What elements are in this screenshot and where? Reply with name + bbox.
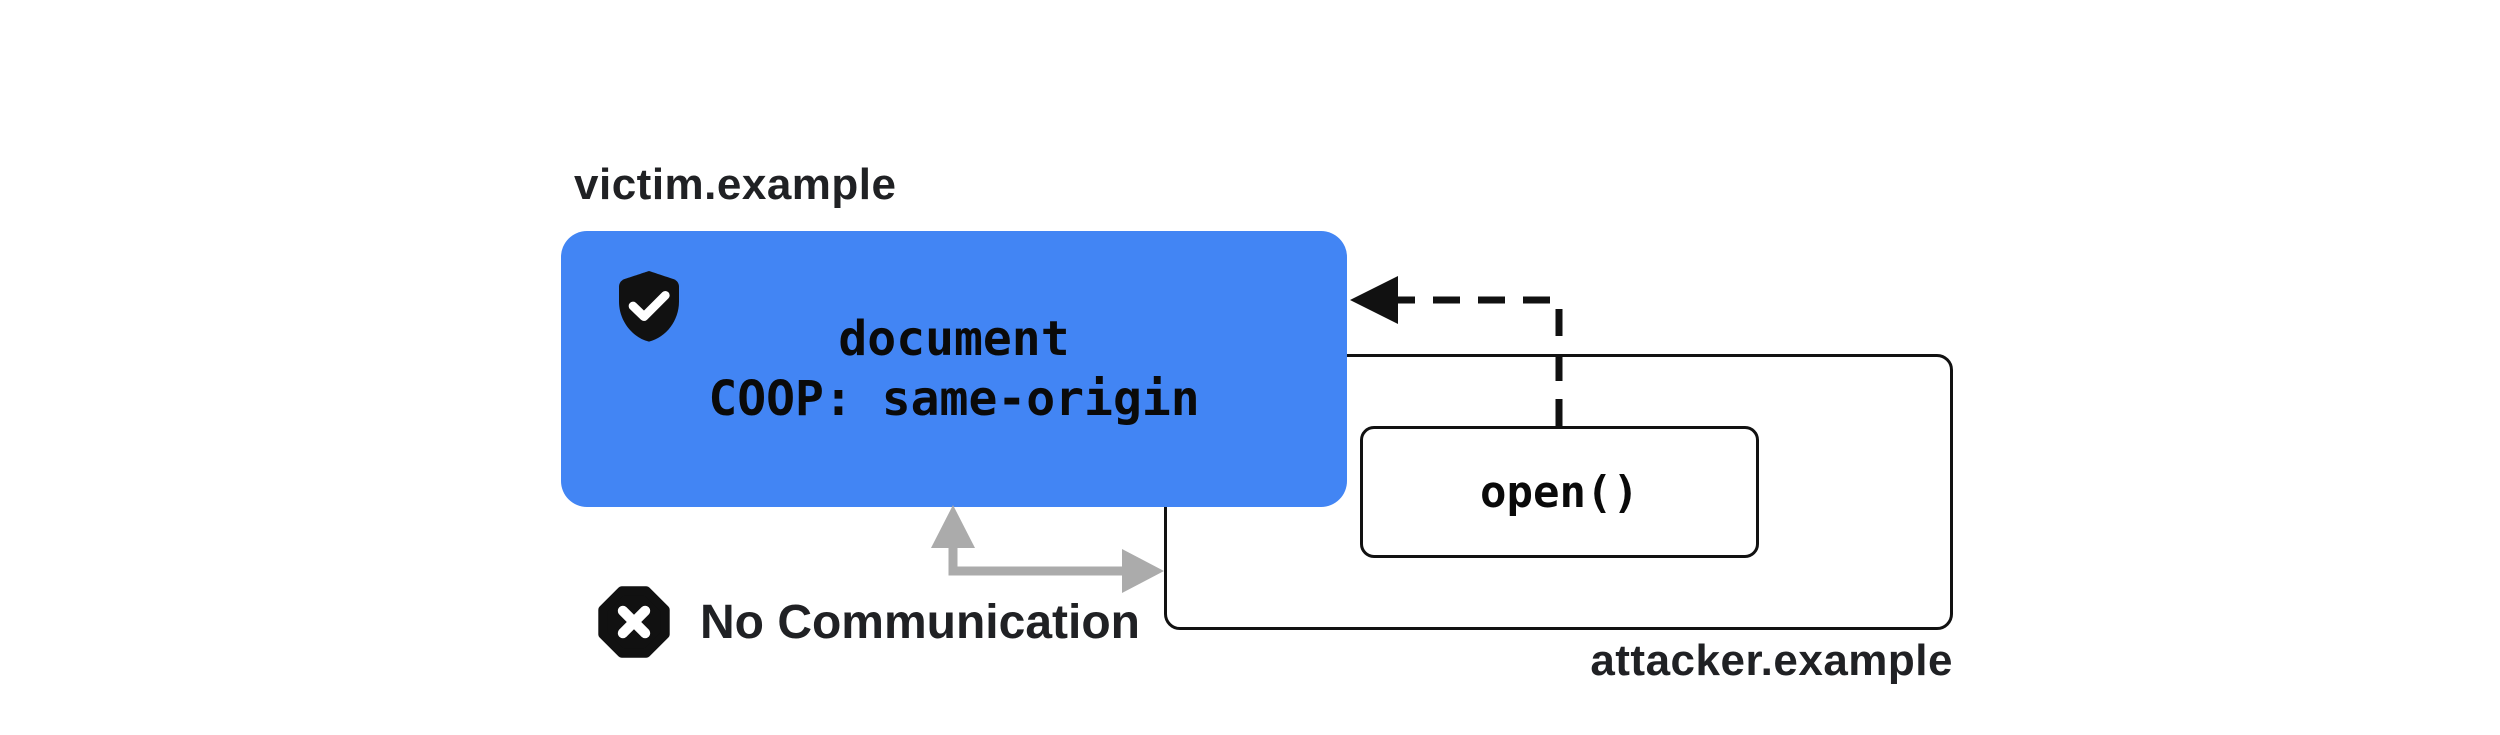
shield-check-icon [609, 265, 689, 345]
blocked-x-octagon-icon [598, 586, 670, 658]
blocked-communication-arrow-line [948, 542, 1126, 576]
octagon-x-mark [617, 605, 651, 639]
victim-document-text: document [838, 311, 1070, 367]
victim-domain-label: victim.example [574, 160, 897, 209]
shield-checkmark [628, 291, 670, 321]
open-call-arrowhead [1350, 276, 1398, 324]
attacker-domain-label: attacker.example [1590, 636, 1953, 685]
open-call-label: open() [1480, 466, 1639, 518]
victim-coop-header-text: COOP: same-origin [708, 371, 1200, 427]
no-communication-callout: No Communication [598, 586, 1140, 658]
no-communication-label: No Communication [700, 595, 1140, 649]
open-call-box: open() [1360, 426, 1759, 558]
victim-document-box: document COOP: same-origin [561, 231, 1347, 507]
blocked-communication-arrowhead-up [931, 505, 975, 548]
